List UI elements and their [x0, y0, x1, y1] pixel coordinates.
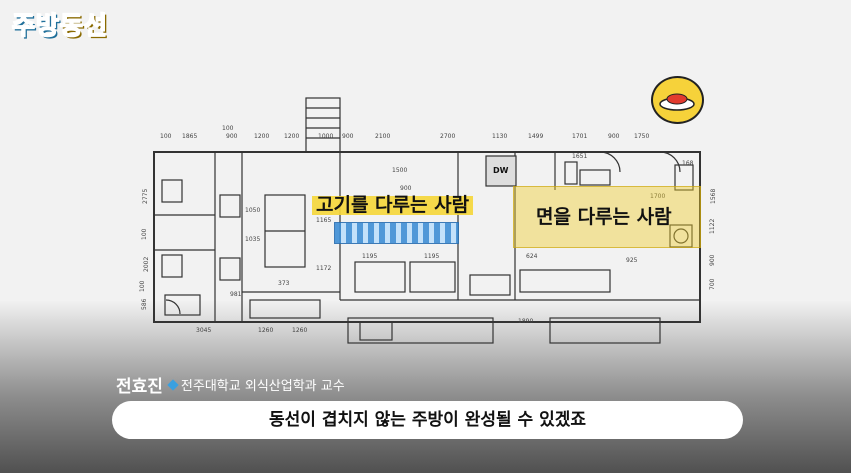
dim-right-3: 900 — [709, 254, 716, 266]
dim-left-4: 100 — [139, 280, 146, 292]
mascot-icon — [651, 76, 704, 124]
dim-top-5: 1200 — [254, 133, 269, 140]
dim-top-2: 1865 — [182, 133, 197, 140]
speaker-title: 전주대학교 외식산업학과 교수 — [180, 379, 345, 394]
dim-top-6: 1200 — [284, 133, 299, 140]
dim-top-15: 1750 — [634, 133, 649, 140]
dim-int-14: 624 — [526, 253, 538, 260]
dim-right-2: 1122 — [709, 219, 716, 234]
dim-top-9: 2100 — [375, 133, 390, 140]
meat-station-highlight — [334, 222, 459, 244]
dim-left-2: 100 — [141, 228, 148, 240]
dim-left-3: 2002 — [143, 257, 150, 272]
dim-int-6: 1195 — [424, 253, 439, 260]
dim-int-7: 900 — [400, 185, 412, 192]
dim-int-12: 981 — [230, 291, 242, 298]
dim-top-11: 1130 — [492, 133, 507, 140]
dim-int-8: 1500 — [392, 167, 407, 174]
dim-top-12: 1499 — [528, 133, 543, 140]
dim-int-16: 168 — [682, 160, 694, 167]
speaker-credit: 전효진 전주대학교 외식산업학과 교수 — [116, 372, 345, 397]
dim-top-13: 1701 — [572, 133, 587, 140]
dim-int-9: 1651 — [572, 153, 587, 160]
meat-person-label: 고기를 다루는 사람 — [312, 196, 474, 215]
dim-right-1: 1568 — [710, 189, 717, 204]
noodle-zone-highlight — [513, 186, 701, 248]
dim-int-11: 373 — [278, 280, 290, 287]
speaker-marker-icon — [167, 378, 179, 391]
subtitle-caption: 동선이 겹치지 않는 주방이 완성될 수 있겠죠 — [112, 401, 743, 439]
bottom-overlay — [0, 300, 851, 473]
logo-part2: 동선 — [59, 10, 109, 40]
noodle-person-label: 면을 다루는 사람 — [536, 206, 672, 228]
dim-top-14: 900 — [608, 133, 620, 140]
dim-int-1: 1050 — [245, 207, 260, 214]
dim-top-1: 100 — [160, 133, 172, 140]
logo-part1: 주방 — [11, 10, 61, 40]
dim-top-10: 2700 — [440, 133, 455, 140]
dim-top-4: 100 — [222, 125, 234, 132]
dim-top-7: 1000 — [318, 133, 333, 140]
channel-logo: 주방동선 — [11, 6, 109, 42]
dim-int-15: 925 — [626, 257, 638, 264]
dim-int-5: 1195 — [362, 253, 377, 260]
dish-icon — [659, 93, 695, 111]
dim-left-1: 2775 — [142, 189, 149, 204]
dim-right-4: 700 — [709, 278, 716, 290]
dishwasher-label: DW — [493, 166, 509, 175]
dim-int-2: 1035 — [245, 236, 260, 243]
dim-int-3: 1172 — [316, 265, 331, 272]
dim-top-8: 900 — [342, 133, 354, 140]
dim-top-3: 900 — [226, 133, 238, 140]
dim-int-10: 1700 — [650, 193, 665, 200]
dim-int-4: 1165 — [316, 217, 331, 224]
speaker-name: 전효진 — [116, 377, 163, 397]
